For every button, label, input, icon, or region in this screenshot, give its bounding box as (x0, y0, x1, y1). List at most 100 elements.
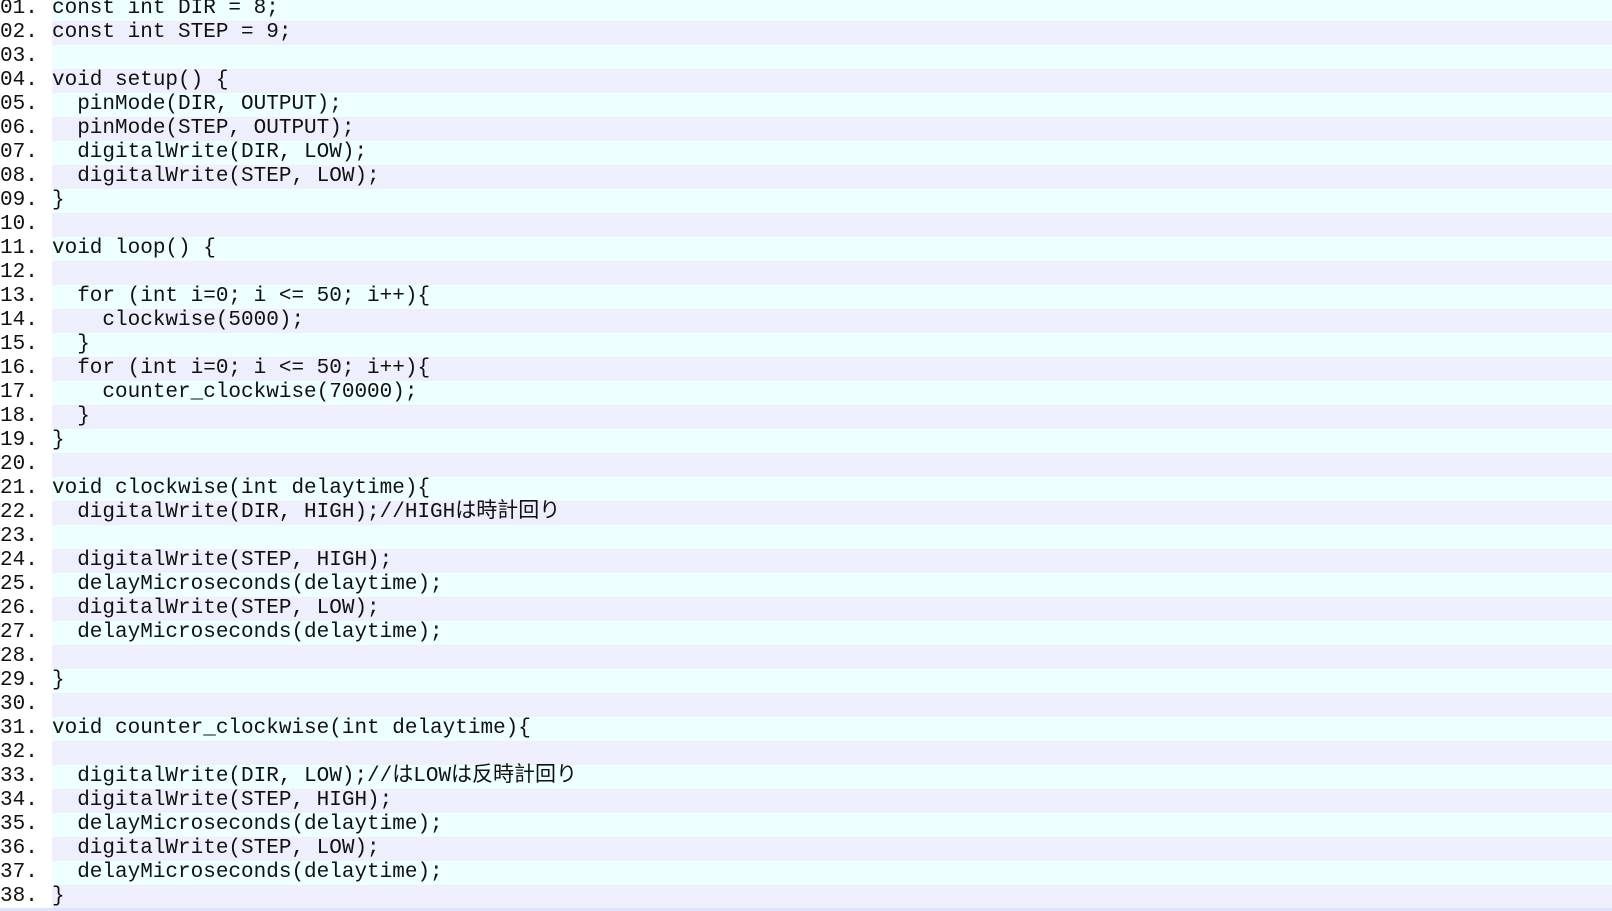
code-line: 22. digitalWrite(DIR, HIGH);//HIGHは時計回り (0, 501, 1612, 525)
code-line: 01.const int DIR = 8; (0, 0, 1612, 21)
code-line: 16. for (int i=0; i <= 50; i++){ (0, 357, 1612, 381)
line-text: delayMicroseconds(delaytime); (52, 861, 1612, 885)
code-line: 05. pinMode(DIR, OUTPUT); (0, 93, 1612, 117)
line-text: clockwise(5000); (52, 309, 1612, 333)
code-line: 28. (0, 645, 1612, 669)
line-text: } (52, 333, 1612, 357)
line-number: 19. (0, 429, 52, 453)
code-line: 34. digitalWrite(STEP, HIGH); (0, 789, 1612, 813)
line-number: 15. (0, 333, 52, 357)
code-line: 14. clockwise(5000); (0, 309, 1612, 333)
code-line: 21.void clockwise(int delaytime){ (0, 477, 1612, 501)
line-number: 05. (0, 93, 52, 117)
code-line: 19.} (0, 429, 1612, 453)
code-line: 36. digitalWrite(STEP, LOW); (0, 837, 1612, 861)
line-text: for (int i=0; i <= 50; i++){ (52, 357, 1612, 381)
code-line: 23. (0, 525, 1612, 549)
line-number: 24. (0, 549, 52, 573)
line-text: digitalWrite(STEP, LOW); (52, 837, 1612, 861)
line-text: digitalWrite(STEP, HIGH); (52, 789, 1612, 813)
line-text: pinMode(STEP, OUTPUT); (52, 117, 1612, 141)
line-number: 23. (0, 525, 52, 549)
line-number: 21. (0, 477, 52, 501)
code-line: 29.} (0, 669, 1612, 693)
line-number: 06. (0, 117, 52, 141)
line-text (52, 213, 1612, 237)
line-number: 16. (0, 357, 52, 381)
bottom-border (0, 908, 1612, 911)
line-text (52, 525, 1612, 549)
line-text: const int STEP = 9; (52, 21, 1612, 45)
code-line: 12. (0, 261, 1612, 285)
line-text (52, 261, 1612, 285)
line-number: 20. (0, 453, 52, 477)
line-text: const int DIR = 8; (52, 0, 1612, 21)
code-line: 17. counter_clockwise(70000); (0, 381, 1612, 405)
line-number: 28. (0, 645, 52, 669)
line-number: 07. (0, 141, 52, 165)
line-text: } (52, 885, 1612, 909)
code-line: 15. } (0, 333, 1612, 357)
code-line: 30. (0, 693, 1612, 717)
line-number: 02. (0, 21, 52, 45)
line-text (52, 45, 1612, 69)
code-line: 35. delayMicroseconds(delaytime); (0, 813, 1612, 837)
line-number: 30. (0, 693, 52, 717)
line-text: for (int i=0; i <= 50; i++){ (52, 285, 1612, 309)
line-number: 13. (0, 285, 52, 309)
code-line: 24. digitalWrite(STEP, HIGH); (0, 549, 1612, 573)
line-text: digitalWrite(DIR, LOW); (52, 141, 1612, 165)
line-number: 12. (0, 261, 52, 285)
code-line: 31.void counter_clockwise(int delaytime)… (0, 717, 1612, 741)
line-number: 36. (0, 837, 52, 861)
line-text: void loop() { (52, 237, 1612, 261)
code-line: 10. (0, 213, 1612, 237)
line-text: void clockwise(int delaytime){ (52, 477, 1612, 501)
line-text: counter_clockwise(70000); (52, 381, 1612, 405)
line-text (52, 741, 1612, 765)
line-text (52, 693, 1612, 717)
code-line: 20. (0, 453, 1612, 477)
code-line: 03. (0, 45, 1612, 69)
line-text: delayMicroseconds(delaytime); (52, 621, 1612, 645)
line-number: 35. (0, 813, 52, 837)
line-text: digitalWrite(STEP, LOW); (52, 597, 1612, 621)
code-line: 06. pinMode(STEP, OUTPUT); (0, 117, 1612, 141)
line-number: 26. (0, 597, 52, 621)
code-line: 26. digitalWrite(STEP, LOW); (0, 597, 1612, 621)
line-number: 33. (0, 765, 52, 789)
line-text: digitalWrite(DIR, HIGH);//HIGHは時計回り (52, 501, 1612, 525)
line-number: 32. (0, 741, 52, 765)
code-line: 04.void setup() { (0, 69, 1612, 93)
code-line: 33. digitalWrite(DIR, LOW);//はLOWは反時計回り (0, 765, 1612, 789)
line-number: 11. (0, 237, 52, 261)
line-number: 14. (0, 309, 52, 333)
line-text: void counter_clockwise(int delaytime){ (52, 717, 1612, 741)
line-number: 01. (0, 0, 52, 21)
code-line: 32. (0, 741, 1612, 765)
line-number: 38. (0, 885, 52, 909)
code-line: 02.const int STEP = 9; (0, 21, 1612, 45)
code-line: 27. delayMicroseconds(delaytime); (0, 621, 1612, 645)
code-line: 13. for (int i=0; i <= 50; i++){ (0, 285, 1612, 309)
line-number: 31. (0, 717, 52, 741)
line-text: void setup() { (52, 69, 1612, 93)
line-text: pinMode(DIR, OUTPUT); (52, 93, 1612, 117)
code-line: 09.} (0, 189, 1612, 213)
line-text: digitalWrite(STEP, HIGH); (52, 549, 1612, 573)
line-number: 10. (0, 213, 52, 237)
code-line: 11.void loop() { (0, 237, 1612, 261)
line-text: } (52, 669, 1612, 693)
line-number: 03. (0, 45, 52, 69)
line-number: 18. (0, 405, 52, 429)
line-number: 37. (0, 861, 52, 885)
code-line: 08. digitalWrite(STEP, LOW); (0, 165, 1612, 189)
line-number: 04. (0, 69, 52, 93)
line-number: 34. (0, 789, 52, 813)
line-text: delayMicroseconds(delaytime); (52, 573, 1612, 597)
line-text: } (52, 405, 1612, 429)
code-line: 37. delayMicroseconds(delaytime); (0, 861, 1612, 885)
line-number: 29. (0, 669, 52, 693)
line-number: 08. (0, 165, 52, 189)
